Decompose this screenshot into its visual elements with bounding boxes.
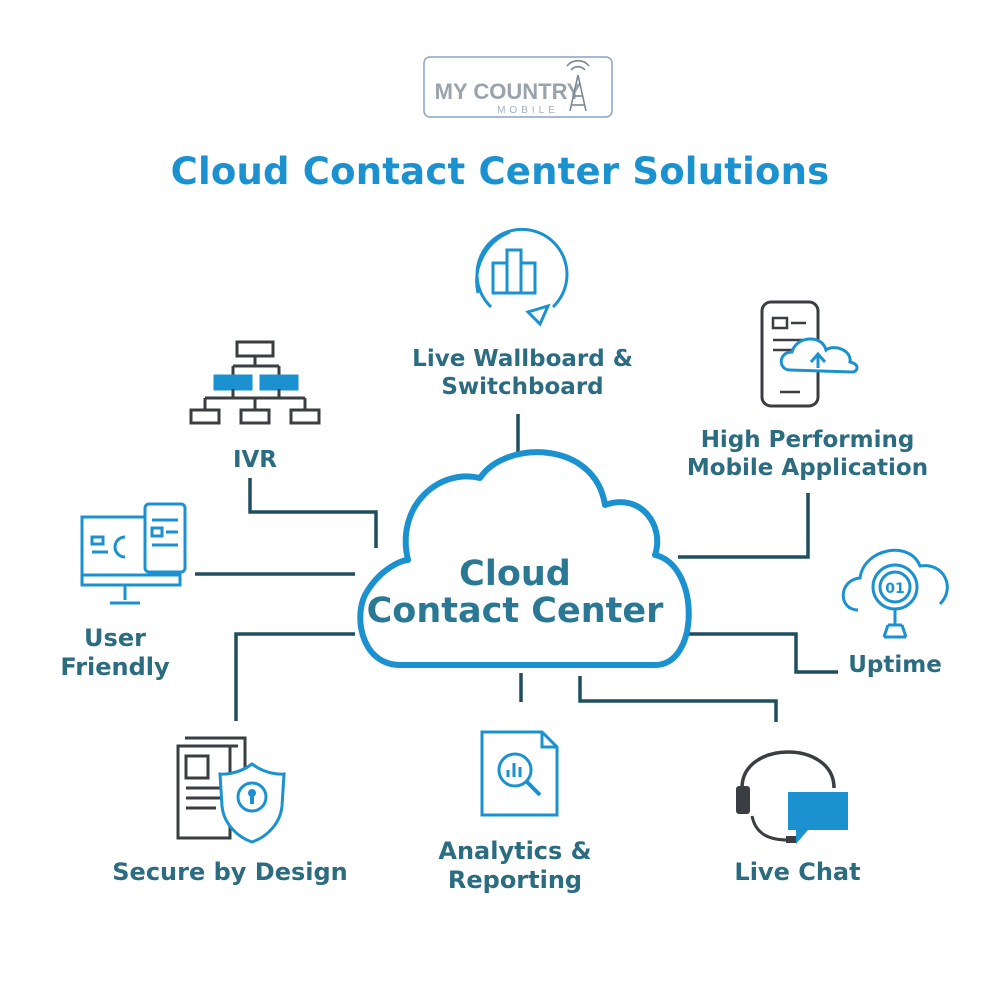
cloud-title-line2: Contact Center — [366, 591, 664, 631]
feature-label-analytics: Analytics & Reporting — [400, 837, 630, 895]
logo-subtext: MOBILE — [497, 105, 559, 116]
user-label-line1: User — [84, 624, 146, 652]
connector-ivr — [248, 478, 378, 548]
feature-label-ivr: IVR — [232, 447, 278, 473]
wallboard-chart-icon — [475, 227, 569, 327]
connector-mobile — [678, 493, 810, 559]
analytics-report-icon — [480, 730, 559, 817]
feature-label-user-friendly: User Friendly — [40, 624, 190, 682]
connector-secure — [234, 632, 355, 721]
feature-label-live-chat: Live Chat — [734, 858, 861, 886]
uptime-cloud-icon: 01 — [841, 548, 949, 639]
brand-logo: MY COUNTRY MOBILE — [423, 56, 613, 118]
feature-label-uptime: Uptime — [848, 652, 942, 678]
feature-label-secure: Secure by Design — [112, 858, 348, 886]
mobile-label-line2: Mobile Application — [686, 454, 929, 481]
central-cloud — [357, 449, 692, 668]
mobile-label-line1: High Performing — [700, 427, 915, 453]
page-title: Cloud Contact Center Solutions — [170, 150, 830, 193]
feature-label-mobile: High Performing Mobile Application — [655, 427, 960, 482]
ivr-tree-icon — [189, 340, 321, 425]
analytics-label-line2: Reporting — [447, 865, 583, 894]
cloud-title-line1: Cloud — [459, 554, 571, 594]
analytics-label-line1: Analytics & — [438, 837, 592, 865]
wallboard-label-line2: Switchboard — [441, 373, 604, 400]
connector-lines — [195, 414, 838, 722]
wallboard-label-line1: Live Wallboard & — [412, 346, 633, 372]
uptime-icon-text: 01 — [885, 581, 904, 597]
user-label-line2: Friendly — [60, 652, 170, 681]
logo-text: MY COUNTRY — [435, 79, 582, 104]
connector-chat — [578, 676, 778, 722]
connector-uptime — [688, 632, 838, 674]
feature-label-wallboard: Live Wallboard & Switchboard — [380, 346, 665, 401]
monitor-devices-icon — [80, 502, 187, 605]
mobile-cloud-icon — [760, 300, 859, 408]
headset-chat-icon — [736, 750, 848, 844]
secure-document-shield-icon — [176, 736, 286, 844]
tower-icon — [566, 59, 590, 112]
